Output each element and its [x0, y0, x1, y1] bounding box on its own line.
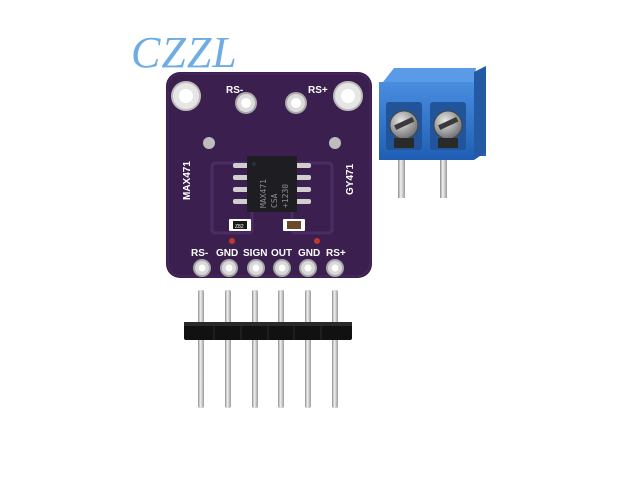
header-pin [225, 290, 231, 408]
pin-label-rs-minus: RS- [191, 248, 208, 259]
pin-labels: RS- GND SIGN OUT GND RS+ [191, 248, 346, 259]
pin-label-gnd-1: GND [216, 248, 238, 259]
label-max471-side: MAX471 [182, 161, 193, 200]
via [203, 137, 215, 149]
chip-body [247, 156, 297, 212]
label-gy471-side: GY471 [345, 163, 356, 195]
pin-holes [193, 259, 344, 277]
pin-label-sign: SIGN [243, 248, 267, 259]
terminal-screw-1 [389, 110, 419, 148]
label-rs-minus-top: RS- [226, 85, 243, 96]
chip-marking-line2: CSA [270, 193, 279, 208]
header-pins [198, 290, 338, 408]
label-rs-plus-top: RS+ [308, 85, 328, 96]
pin-header [184, 290, 352, 408]
pin-label-rs-plus: RS+ [326, 248, 346, 259]
brand-watermark: CZZL [131, 28, 238, 77]
chip-marking-line3: +1230 [281, 184, 290, 208]
smd-resistor: Z82 [229, 219, 251, 231]
header-pin [252, 290, 258, 408]
current-sensor-board: RS- RS+ MAX471 GY471 [166, 72, 372, 278]
header-pin [305, 290, 311, 408]
max471-chip: MAX471 CSA +1230 [233, 156, 311, 212]
terminal-screw-2 [433, 110, 463, 148]
header-pin [332, 290, 338, 408]
terminal-leg [398, 160, 405, 198]
pin-label-out: OUT [271, 248, 292, 259]
smd-capacitor [283, 219, 305, 231]
screw-terminal [379, 66, 486, 198]
header-pin [198, 290, 204, 408]
pin-label-gnd-2: GND [298, 248, 320, 259]
chip-marking-line1: MAX471 [259, 179, 268, 208]
via [329, 137, 341, 149]
header-pin [278, 290, 284, 408]
terminal-leg [440, 160, 447, 198]
resistor-marking: Z82 [235, 224, 244, 230]
